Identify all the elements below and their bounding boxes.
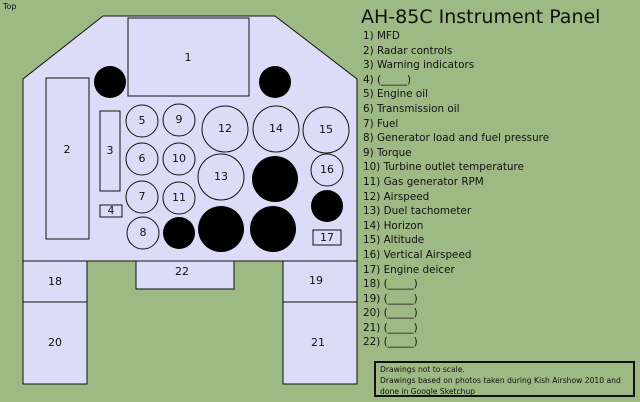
legend-item: 11) Gas generator RPM — [363, 175, 484, 188]
item-19-box — [282, 260, 358, 303]
corner-label: Top — [3, 2, 17, 11]
legend-item: 13) Duel tachometer — [363, 205, 472, 218]
legend-item: 19) (_____) — [363, 292, 418, 305]
diagram-title: AH-85C Instrument Panel — [361, 6, 601, 28]
note-line: done in Google Sketchup — [380, 387, 476, 396]
legend-item: 14) Horizon — [363, 219, 424, 232]
label-13: 13 — [214, 170, 228, 183]
warning-indicators-box — [99, 110, 121, 192]
label-5: 5 — [139, 114, 146, 127]
label-6: 6 — [139, 152, 146, 165]
label-20: 20 — [48, 336, 62, 349]
label-7: 7 — [139, 190, 146, 203]
blank-gauge — [163, 217, 195, 249]
legend-item: 3) Warning indicators — [363, 59, 475, 72]
label-21: 21 — [311, 336, 325, 349]
legend-item: 22) (_____) — [363, 336, 418, 349]
label-10: 10 — [172, 152, 186, 165]
label-3: 3 — [107, 144, 114, 157]
label-8: 8 — [140, 226, 147, 239]
legend-item: 4) (_____) — [363, 73, 412, 86]
blank-gauge — [94, 66, 126, 98]
vertical-airspeed-gauge — [310, 153, 344, 187]
turbine-outlet-temp-gauge — [162, 142, 196, 176]
legend-item: 20) (_____) — [363, 307, 418, 320]
label-15: 15 — [319, 123, 333, 136]
item-18-box — [22, 260, 88, 303]
item-20-box — [22, 301, 88, 385]
legend-item: 17) Engine deicer — [363, 263, 455, 276]
legend-item: 16) Vertical Airspeed — [363, 248, 472, 261]
legend-item: 10) Turbine outlet temperature — [363, 161, 524, 174]
airspeed-gauge — [201, 105, 249, 153]
legend-list: 1) MFD 2) Radar controls 3) Warning indi… — [363, 29, 549, 350]
blank-gauge — [250, 206, 296, 252]
label-16: 16 — [320, 163, 334, 176]
radar-controls-box — [45, 77, 90, 240]
horizon-gauge — [252, 105, 300, 153]
label-17: 17 — [320, 231, 334, 244]
notes-box: Drawings not to scale. Drawings based on… — [374, 361, 635, 397]
engine-oil-gauge — [125, 104, 159, 138]
note-line: Drawings based on photos taken during Ki… — [380, 376, 621, 385]
fuel-gauge — [125, 180, 159, 214]
legend-item: 5) Engine oil — [363, 88, 429, 101]
legend-item: 8) Generator load and fuel pressure — [363, 132, 550, 145]
blank-gauge — [198, 206, 244, 252]
engine-deicer-box — [312, 229, 342, 246]
legend-item: 18) (_____) — [363, 278, 418, 291]
label-9: 9 — [176, 113, 183, 126]
item-4-box — [99, 204, 123, 218]
label-11: 11 — [172, 191, 186, 204]
blank-gauge — [259, 66, 291, 98]
label-2: 2 — [64, 143, 71, 156]
gas-generator-rpm-gauge — [162, 181, 196, 215]
torque-gauge — [162, 103, 196, 137]
item-22-box — [135, 260, 235, 290]
legend-item: 15) Altitude — [363, 234, 425, 247]
legend-item: 9) Torque — [363, 146, 412, 159]
label-4: 4 — [108, 204, 115, 217]
legend-item: 2) Radar controls — [363, 44, 453, 57]
legend-item: 6) Transmission oil — [363, 102, 460, 115]
label-19: 19 — [309, 274, 323, 287]
legend-item: 7) Fuel — [363, 117, 399, 130]
label-12: 12 — [218, 122, 232, 135]
legend-item: 12) Airspeed — [363, 190, 430, 203]
altitude-gauge — [302, 106, 350, 154]
generator-load-gauge — [126, 216, 160, 250]
legend-item: 21) (_____) — [363, 321, 418, 334]
transmission-oil-gauge — [125, 142, 159, 176]
label-14: 14 — [269, 122, 283, 135]
note-line: Drawings not to scale. — [380, 365, 465, 374]
label-18: 18 — [48, 275, 62, 288]
blank-gauge — [311, 190, 343, 222]
label-1: 1 — [185, 51, 192, 64]
mfd-box — [127, 17, 250, 97]
label-22: 22 — [175, 265, 189, 278]
dual-tachometer-gauge — [197, 153, 245, 201]
blank-gauge — [252, 156, 298, 202]
legend-item: 1) MFD — [363, 30, 400, 42]
item-21-box — [282, 301, 358, 385]
